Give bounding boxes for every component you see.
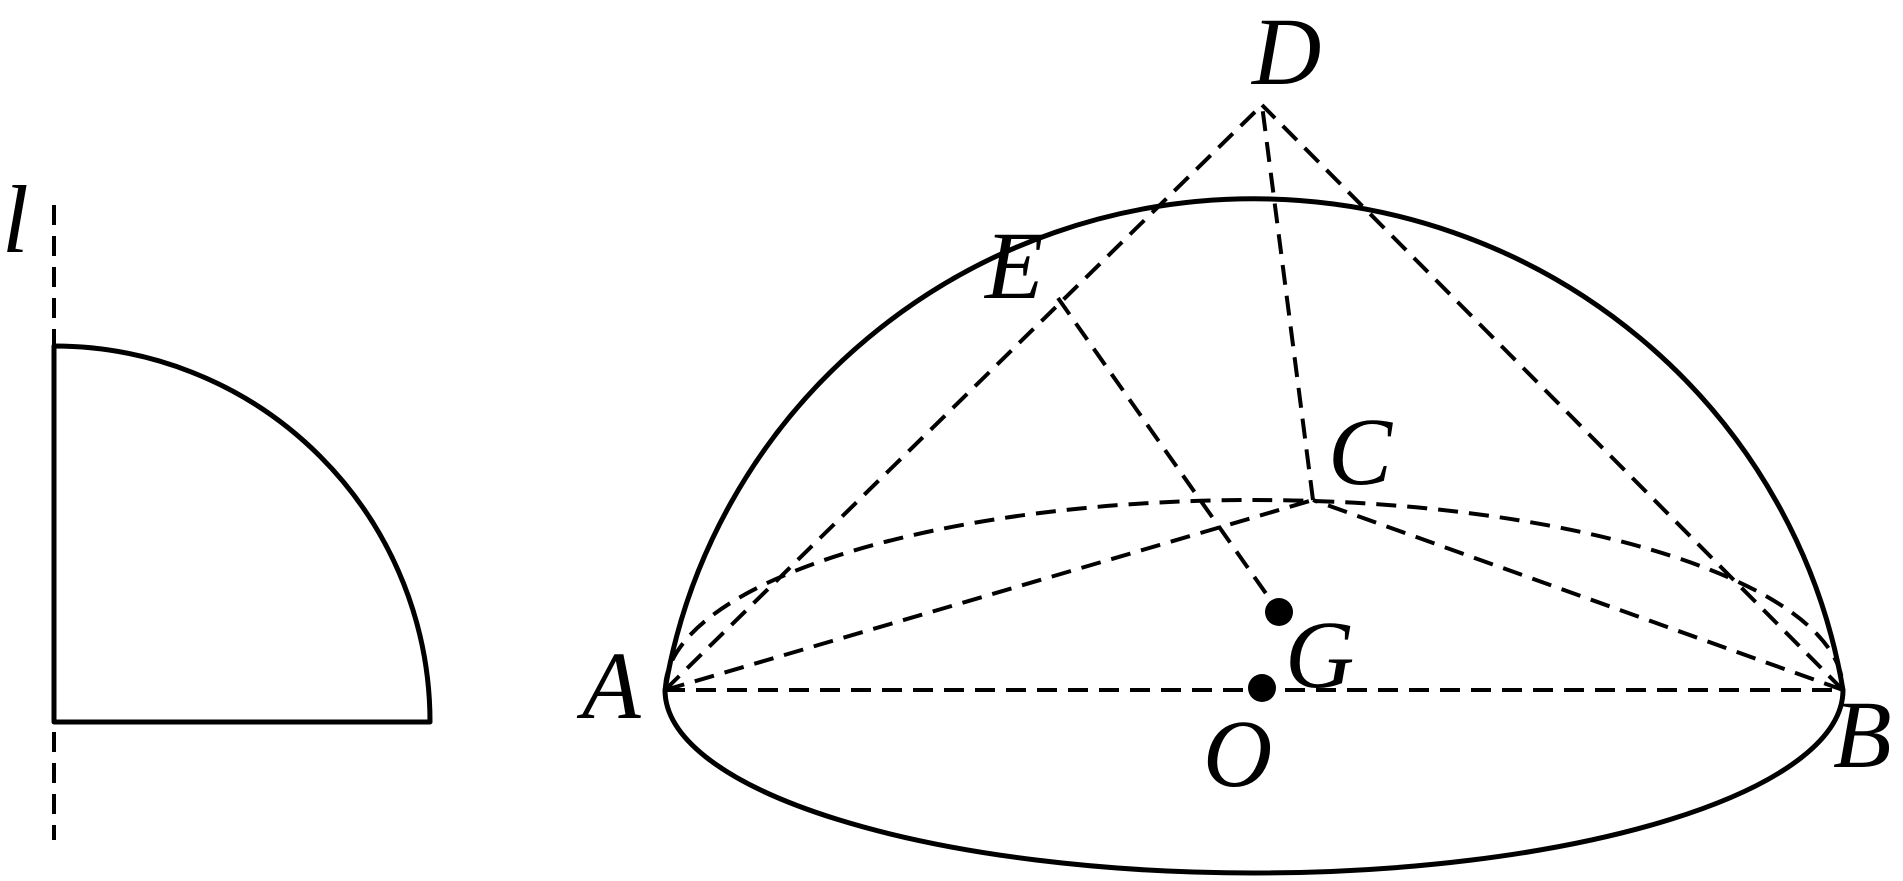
label-O: O <box>1203 700 1272 807</box>
hemisphere-base-back-arc <box>663 498 1845 691</box>
quarter-circle-outline <box>51 343 433 725</box>
point-O <box>1248 674 1276 702</box>
segment-BD <box>1260 103 1845 692</box>
hemisphere-base-front-arc <box>662 687 1846 876</box>
segment-BC <box>1312 498 1844 692</box>
label-G: G <box>1285 601 1354 708</box>
hemisphere-dome-arc <box>662 196 1846 693</box>
axis-label-l: l <box>2 166 29 273</box>
hemisphere-figure: D E C G A O B <box>576 0 1892 876</box>
segment-CD <box>1260 104 1315 501</box>
label-B: B <box>1833 681 1892 788</box>
label-C: C <box>1328 398 1393 505</box>
label-D: D <box>1250 0 1321 105</box>
segment-EG <box>1056 296 1281 614</box>
point-G <box>1265 598 1293 626</box>
label-A: A <box>576 632 641 739</box>
label-E: E <box>983 212 1044 319</box>
segment-AC <box>664 498 1314 692</box>
segment-AD <box>663 103 1264 692</box>
quarter-circle-figure: l <box>2 166 433 840</box>
